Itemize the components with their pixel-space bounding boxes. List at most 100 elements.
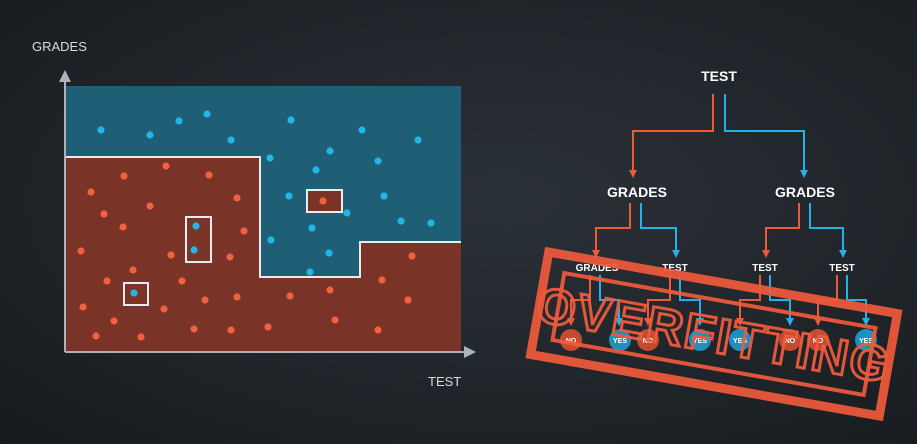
red-point [119,223,127,231]
edge-l2d-right [846,275,870,326]
edge-l1a-right [640,203,680,258]
red-point [92,332,100,340]
red-point [160,305,168,313]
red-point [178,277,186,285]
leaf-no [807,329,829,351]
y-axis-label: GRADES [32,39,87,54]
overfitting-stamp: OVERFITTING [525,246,903,422]
leaf-label: NO [785,338,796,345]
decision-boundary [65,156,461,278]
leaf-no [637,329,659,351]
edge-l1b-right [809,203,847,258]
blue-point [306,268,314,276]
red-point [162,162,170,170]
blue-point [227,136,235,144]
leaf-yes [609,329,631,351]
red-point [87,188,95,196]
leaf-no [779,329,801,351]
y-axis-arrow-icon [59,70,71,82]
edge-l2a-right [599,275,623,326]
blue-point [312,166,320,174]
leaf-yes [689,329,711,351]
blue-point [358,126,366,134]
overfit-box-blue [185,216,212,263]
red-point [205,171,213,179]
leaf-label: YES [859,338,873,345]
blue-point [97,126,105,134]
red-point [167,251,175,259]
leaf-yes [729,329,751,351]
stamp-outer-border [525,246,903,422]
blue-point [192,222,200,230]
red-point [240,227,248,235]
blue-point [397,217,405,225]
leaf-label: NO [813,338,824,345]
tree-node-l2-3: TEST [752,263,778,274]
tree-node-l2-1: GRADES [576,263,619,274]
red-point [129,266,137,274]
stamp-inner-border [550,270,878,398]
data-points [77,110,435,341]
red-point [120,172,128,180]
blue-point [325,249,333,257]
blue-point [267,236,275,244]
stamp-text: OVERFITTING [533,276,895,393]
edge-l1b-left [762,203,800,258]
tree-node-l2-4: TEST [829,263,855,274]
red-point [201,296,209,304]
red-point [227,326,235,334]
edge-l1a-left [592,203,631,258]
red-point [226,253,234,261]
red-point [233,194,241,202]
red-point [137,333,145,341]
red-point [77,247,85,255]
red-point [326,286,334,294]
tree-node-l2-2: TEST [662,263,688,274]
red-point [103,277,111,285]
blue-point [308,224,316,232]
blue-point [203,110,211,118]
red-point [233,293,241,301]
blue-point [190,246,198,254]
leaf-label: YES [693,338,707,345]
blue-point [146,131,154,139]
leaf-label: YES [613,338,627,345]
blue-point [374,157,382,165]
blue-point [287,116,295,124]
blue-point [380,192,388,200]
leaf-label: YES [733,338,747,345]
red-point [319,197,327,205]
red-point [374,326,382,334]
overfit-box-blue-small [123,282,149,306]
red-point [378,276,386,284]
x-axis-arrow-icon [464,346,476,358]
red-point [404,296,412,304]
blue-point [326,147,334,155]
blue-point [343,209,351,217]
edge-root-right [724,94,808,178]
x-axis-label: TEST [428,374,461,389]
red-point [100,210,108,218]
red-point [286,292,294,300]
blue-point [414,136,422,144]
red-point [264,323,272,331]
blue-point [130,289,138,297]
red-point [190,325,198,333]
blue-point [175,117,183,125]
edge-root-left [629,94,714,178]
blue-point [427,219,435,227]
red-point [408,252,416,260]
blue-point [266,154,274,162]
red-point [331,316,339,324]
tree-root-node: TEST [701,68,737,84]
red-point [79,303,87,311]
red-point [110,317,118,325]
red-region [65,157,461,352]
blue-point [285,192,293,200]
edge-l2a-left [567,275,591,326]
leaf-label: NO [643,338,654,345]
scatter-plot: GRADES TEST [32,39,476,389]
edge-l2b-right [679,275,704,326]
